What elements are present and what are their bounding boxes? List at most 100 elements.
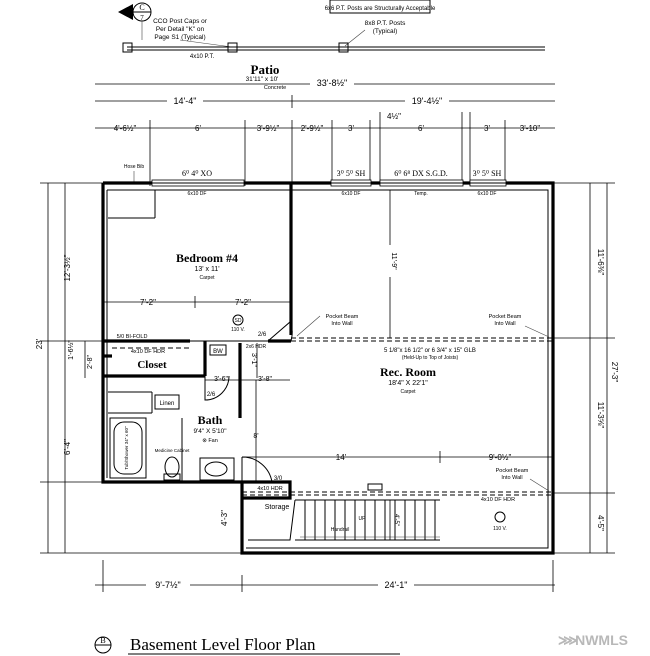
bath-door-size: 2/6 xyxy=(207,392,216,398)
outlet-voltage: 110 V. xyxy=(493,526,507,532)
note-posts-2: (Typical) xyxy=(373,28,398,35)
dim-left-lower: 6'-4" xyxy=(63,439,72,455)
vanity xyxy=(199,457,235,481)
smoke-detector-icon xyxy=(232,314,244,326)
window-1-label: 6⁰ 4⁰ XO xyxy=(182,169,212,178)
sd-voltage: 110 V. xyxy=(231,327,245,333)
stairs xyxy=(295,499,440,541)
closet-name: Closet xyxy=(137,359,167,371)
dim-stair-4-5: 4'-5" xyxy=(393,514,399,526)
bedroom-name: Bedroom #4 xyxy=(176,251,238,265)
dim-closet-2: 3'-8" xyxy=(258,376,272,383)
dim-seg-4: 2'-9½" xyxy=(301,124,324,133)
title-marker: B xyxy=(100,636,105,645)
dim-left-mid2: 2'-8" xyxy=(87,355,94,369)
section-marker: C 7 xyxy=(118,2,152,40)
tub-label: Tub/Shower 34" x 60" xyxy=(124,426,129,470)
watermark-icon: ⋙ xyxy=(558,632,578,648)
door-sgd-label: 6⁰ 6⁸ DX S.G.D. xyxy=(394,169,448,178)
sink-icon xyxy=(204,461,228,477)
toilet-icon xyxy=(164,456,180,478)
beam-label: 4x10 P.T. xyxy=(190,54,215,60)
note-post-caps-1: CCO Post Caps or xyxy=(153,18,208,25)
tub-shower xyxy=(109,417,147,479)
dim-right-overall: 27'-3" xyxy=(610,362,619,383)
dim-rec-height: 11'-9" xyxy=(390,252,397,270)
door-sgd-temp: Temp. xyxy=(414,191,428,197)
post-mid xyxy=(227,42,238,53)
rec-header: 4x10 DF HDR xyxy=(481,497,515,503)
rec-room-name: Rec. Room xyxy=(380,365,436,379)
pocket-beam-1b: Into Wall xyxy=(331,321,352,327)
note-post-caps-2: Per Detail "K" on xyxy=(156,26,205,33)
window-4-label: 3⁰ 5⁰ SH xyxy=(473,169,502,178)
dim-overall-top: 33'-8½" xyxy=(317,78,347,88)
dim-bottom-left: 9'-7½" xyxy=(155,580,180,590)
dim-left-mid: 1'-6½" xyxy=(67,340,75,360)
rec-room-size: 18'4" X 22'1" xyxy=(388,380,428,387)
bedroom-door-size: 2/6 xyxy=(258,332,267,338)
pocket-beam-3b: Into Wall xyxy=(501,475,522,481)
section-page: 7 xyxy=(140,14,144,22)
note-post-caps-3: Page S1 (Typical) xyxy=(154,34,205,41)
bath-name: Bath xyxy=(198,413,223,427)
bw-label: BW xyxy=(213,349,223,355)
note-posts-acceptable: 6x6 P.T. Posts are Structurally Acceptab… xyxy=(325,6,436,12)
handrail-label: Handrail xyxy=(331,527,350,533)
bath-door-swing xyxy=(204,375,230,401)
patio-title: Patio xyxy=(251,62,280,77)
patio-material: Concrete xyxy=(264,85,286,91)
dim-stair-9: 9'-0½" xyxy=(489,453,512,462)
pocket-beam-2: Pocket Beam xyxy=(489,314,522,320)
dim-seg-7: 6' xyxy=(418,124,424,133)
note-posts-1: 8x8 P.T. Posts xyxy=(365,20,406,27)
dim-seg-5: 3' xyxy=(348,124,354,133)
dim-seg-8: 3' xyxy=(484,124,490,133)
dim-seg-2: 6' xyxy=(195,124,201,133)
hdr-2x6: 2x6 HDR xyxy=(246,344,267,350)
dim-right-mid: 11'-3⅝" xyxy=(596,402,605,429)
rec-room-floor: Carpet xyxy=(400,389,416,395)
exterior-wall-bottom xyxy=(240,482,555,555)
dim-right-upper: 11'-6⅜" xyxy=(596,249,605,276)
dim-stair-14: 14' xyxy=(336,453,347,462)
bedroom-floor: Carpet xyxy=(199,275,215,281)
glb-spec-1: 5 1/8"x 16 1/2" or 6 3/4" x 15" GLB xyxy=(384,348,476,354)
title-block: B Basement Level Floor Plan xyxy=(94,635,400,655)
pocket-beam-3: Pocket Beam xyxy=(496,468,529,474)
dim-closet: 3'-6" xyxy=(214,376,228,383)
dim-seg-1: 4'-6½" xyxy=(114,124,137,133)
drawing-title: Basement Level Floor Plan xyxy=(130,635,316,654)
storage-door-size: 3/0 xyxy=(274,476,283,482)
bedroom-size: 13' x 11' xyxy=(194,266,219,273)
hose-bib-label: Hose Bib xyxy=(124,164,145,170)
bath-size: 9'4" X 5'10" xyxy=(193,428,227,435)
dim-bed-left: 7'-2" xyxy=(140,298,156,307)
window-1-header: 6x10 DF xyxy=(188,191,207,197)
window-2-header: 6x10 DF xyxy=(342,191,361,197)
storage-name: Storage xyxy=(265,504,290,511)
glb-spec-2: (Held-Up to Top of Joists) xyxy=(402,355,459,361)
smoke-detector-label: SD xyxy=(235,318,242,324)
cabinet-label: Medicine Cabinet xyxy=(155,448,191,453)
section-letter: C xyxy=(139,3,144,12)
dim-left-upper: 12'-3½" xyxy=(63,254,72,281)
watermark: NWMLS xyxy=(575,632,628,648)
window-4-header: 6x10 DF xyxy=(478,191,497,197)
bw-box xyxy=(209,344,227,356)
dim-3-1: 3'-1" xyxy=(250,353,257,367)
dim-left-overall: 23' xyxy=(35,338,44,349)
storage-door-swing xyxy=(241,456,273,483)
closet-header: 4x10 DF HDR xyxy=(131,349,165,355)
dim-right-top: 19'-4½" xyxy=(412,96,442,106)
bifold-label: 5/0 BI-FOLD xyxy=(117,334,148,340)
dim-stair-8: 8' xyxy=(253,433,258,440)
linen-cabinet xyxy=(154,394,180,410)
dim-bottom-right: 24'-1" xyxy=(385,580,408,590)
pocket-beam-2b: Into Wall xyxy=(494,321,515,327)
stairs-up-label: UP xyxy=(359,516,367,522)
post-right xyxy=(338,42,349,53)
outlet-icon xyxy=(494,511,506,523)
post-left xyxy=(122,42,133,53)
